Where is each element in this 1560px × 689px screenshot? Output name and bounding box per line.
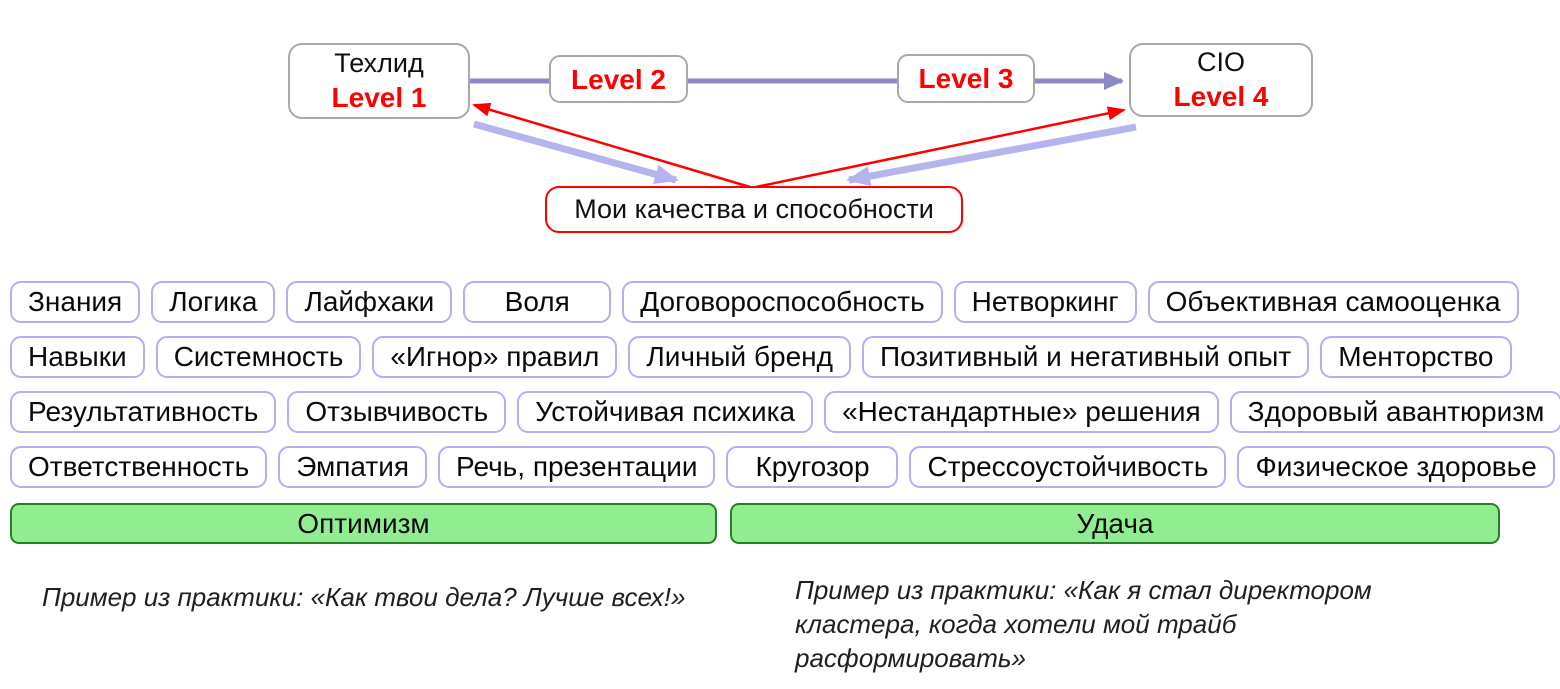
quality-pill: Личный бренд bbox=[628, 336, 851, 378]
level4-to-qualities-arrow bbox=[846, 123, 1137, 187]
quality-pill: Результативность bbox=[10, 391, 277, 433]
quality-pill: Логика bbox=[151, 281, 276, 323]
node-level2: Level 2 bbox=[549, 55, 688, 103]
quality-pill: Стрессоустойчивость bbox=[909, 446, 1227, 488]
quality-pill: Здоровый авантюризм bbox=[1229, 391, 1560, 433]
foundation-bar-label: Удача bbox=[1076, 507, 1154, 539]
node-title: CIO bbox=[1196, 46, 1245, 77]
quality-pill: Устойчивая психика bbox=[517, 391, 814, 433]
quality-pill: Физическое здоровье bbox=[1237, 446, 1555, 488]
quality-pill: «Нестандартные» решения bbox=[824, 391, 1219, 433]
quality-pill: Речь, презентации bbox=[438, 446, 716, 488]
foundation-bar-label: Оптимизм bbox=[297, 507, 430, 539]
node-cio-level4: CIO Level 4 bbox=[1129, 43, 1313, 117]
quality-pill: Системность bbox=[155, 336, 362, 378]
practice-example-left: Пример из практики: «Как твои дела? Лучш… bbox=[42, 582, 686, 612]
quality-pill: Менторство bbox=[1320, 336, 1512, 378]
qualities-to-level1-arrow bbox=[472, 102, 751, 189]
quality-pill: Кругозор bbox=[726, 446, 899, 488]
quality-pill: Ответственность bbox=[10, 446, 268, 488]
node-title: Техлид bbox=[334, 47, 424, 78]
node-level3: Level 3 bbox=[897, 54, 1035, 103]
foundation-bar-luck: Удача bbox=[730, 503, 1500, 544]
quality-pill: Эмпатия bbox=[278, 446, 427, 488]
qualities-to-level4-arrow bbox=[755, 106, 1126, 189]
node-level-label: Level 4 bbox=[1173, 81, 1269, 113]
quality-pill: Объективная самооценка bbox=[1147, 281, 1519, 323]
quality-pill: Позитивный и негативный опыт bbox=[861, 336, 1310, 378]
quality-pill: «Игнор» правил bbox=[372, 336, 618, 378]
quality-pill: Навыки bbox=[10, 336, 145, 378]
quality-pill: Нетворкинг bbox=[953, 281, 1137, 323]
foundation-bar-optimism: Оптимизм bbox=[10, 503, 717, 544]
quality-pill: Воля bbox=[463, 281, 612, 323]
node-level-label: Level 2 bbox=[571, 63, 666, 95]
my-qualities-box: Мои качества и способности bbox=[545, 186, 963, 233]
node-level-label: Level 1 bbox=[331, 82, 427, 114]
quality-pill: Лайфхаки bbox=[286, 281, 453, 323]
practice-example-right: Пример из практики: «Как я стал директор… bbox=[795, 575, 1372, 673]
my-qualities-label: Мои качества и способности bbox=[574, 194, 934, 224]
node-level-label: Level 3 bbox=[918, 63, 1014, 94]
quality-pill: Договороспособность bbox=[622, 281, 943, 323]
quality-pill: Знания bbox=[10, 281, 141, 323]
node-techlead-level1: Техлид Level 1 bbox=[288, 43, 470, 119]
quality-pill: Отзывчивость bbox=[287, 391, 507, 433]
level1-to-qualities-arrow bbox=[473, 120, 679, 185]
